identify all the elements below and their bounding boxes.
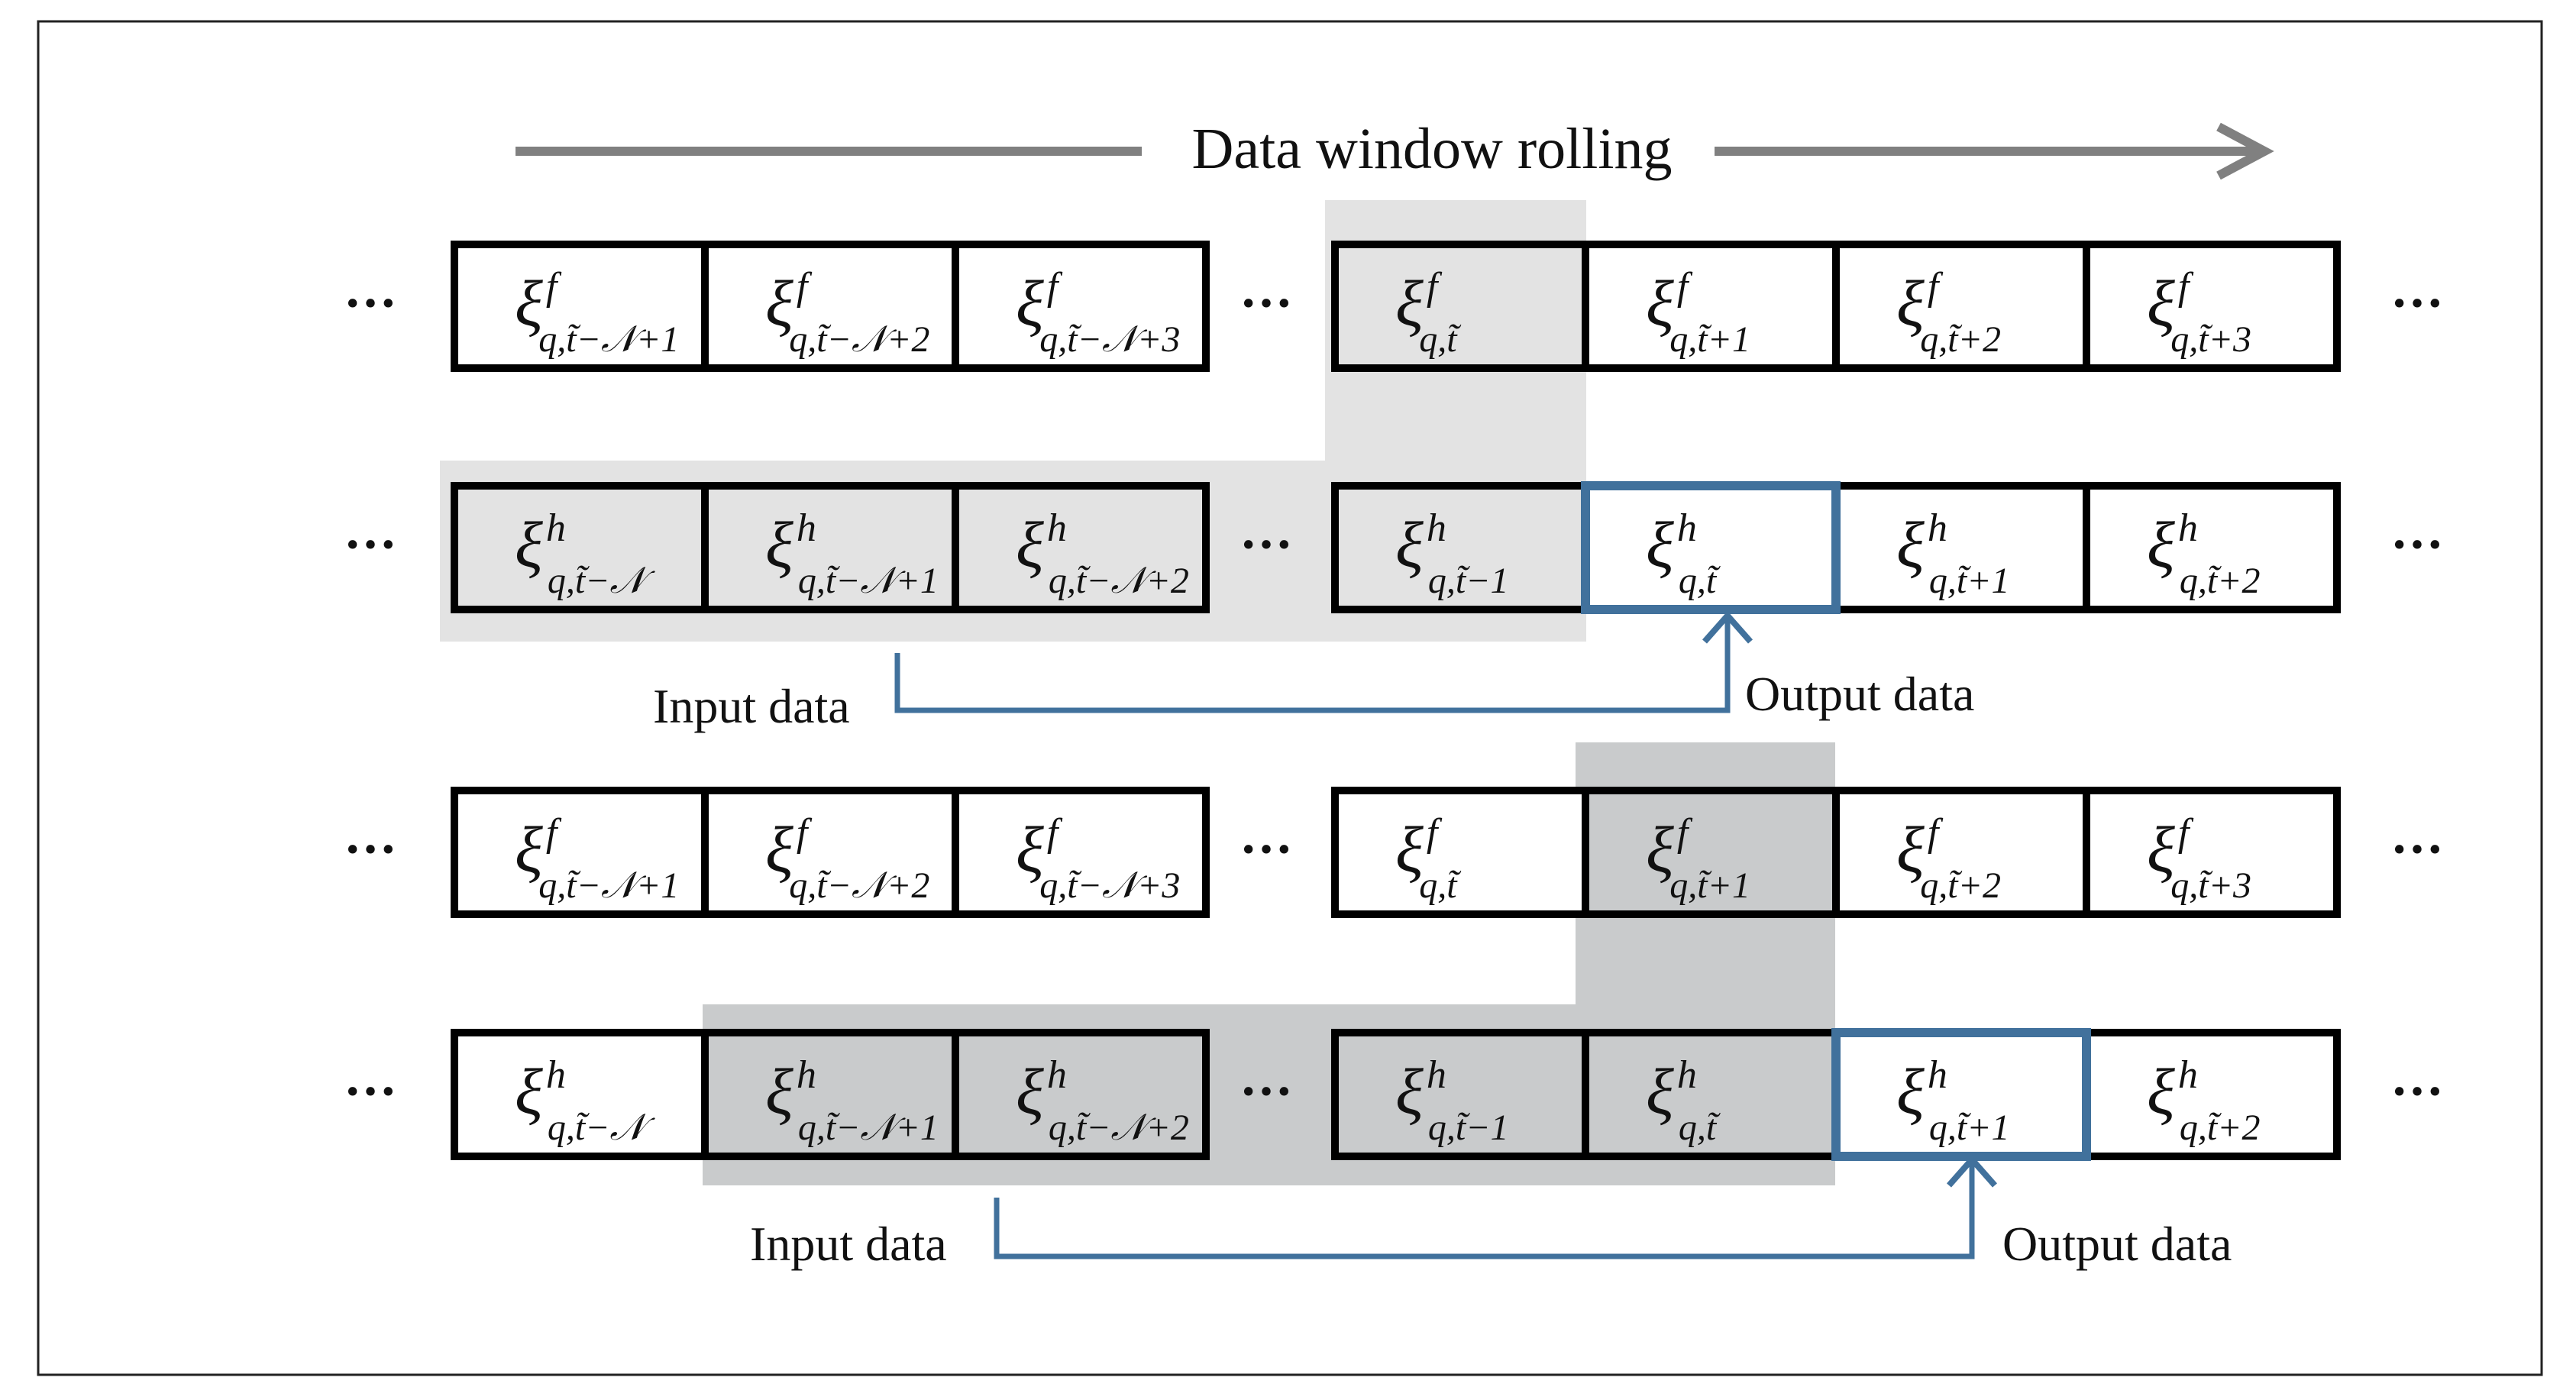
cell-r2-L3-box [952,482,1210,613]
input-data-label-1: Input data [653,679,850,733]
cell-r1-L3-box [952,241,1210,372]
output-data-label-2: Output data [2002,1217,2232,1271]
cell-r3-R3-box [1832,787,2090,918]
ellipsis-r2-middle: ··· [1240,516,1293,574]
shade-target-window-1 [1325,200,1586,642]
cell-r1-L1-box [451,241,709,372]
output-cell-highlight-r2 [1581,481,1841,614]
shade-target-window-2 [1576,742,1835,1185]
rolling-arrow [516,122,2274,180]
cell-r3-R1-box [1331,787,1589,918]
ellipsis-r1-leading: ··· [344,274,397,333]
cell-r1-L2-box [701,241,959,372]
output-data-label-1: Output data [1745,667,1974,721]
ellipsis-r3-leading: ··· [344,820,397,879]
ellipsis-r1-middle: ··· [1240,274,1293,333]
ellipsis-r2-leading: ··· [344,516,397,574]
cell-r3-L2-box [701,787,959,918]
connector-arrowhead-2 [1947,1154,1997,1188]
ellipsis-r4-middle: ··· [1240,1062,1293,1121]
ellipsis-r3-middle: ··· [1240,820,1293,879]
diagram-title: Data window rolling [1191,117,1672,181]
cell-r4-L3-box [952,1029,1210,1160]
cell-r3-L3-box [952,787,1210,918]
cell-r4-R4-box [2083,1029,2341,1160]
ellipsis-r2-trailing: ··· [2390,516,2444,574]
connector-2 [994,1154,1997,1259]
ellipsis-r1-trailing: ··· [2390,274,2444,333]
connector-1 [894,610,1753,713]
input-data-label-2: Input data [750,1217,947,1271]
ellipsis-r4-trailing: ··· [2390,1062,2444,1121]
cell-r4-L1-box [451,1029,709,1160]
output-cell-highlight-r4 [1831,1028,2091,1161]
ellipsis-r4-leading: ··· [344,1062,397,1121]
ellipsis-r3-trailing: ··· [2390,820,2444,879]
rolling-arrow-head [2216,122,2274,180]
connector-arrowhead-1 [1702,610,1753,644]
connector-line-1 [894,619,1731,713]
cell-r1-R4-box [2083,241,2341,372]
cell-r3-R4-box [2083,787,2341,918]
connector-line-2 [994,1161,1975,1259]
cell-r2-R4-box [2083,482,2341,613]
